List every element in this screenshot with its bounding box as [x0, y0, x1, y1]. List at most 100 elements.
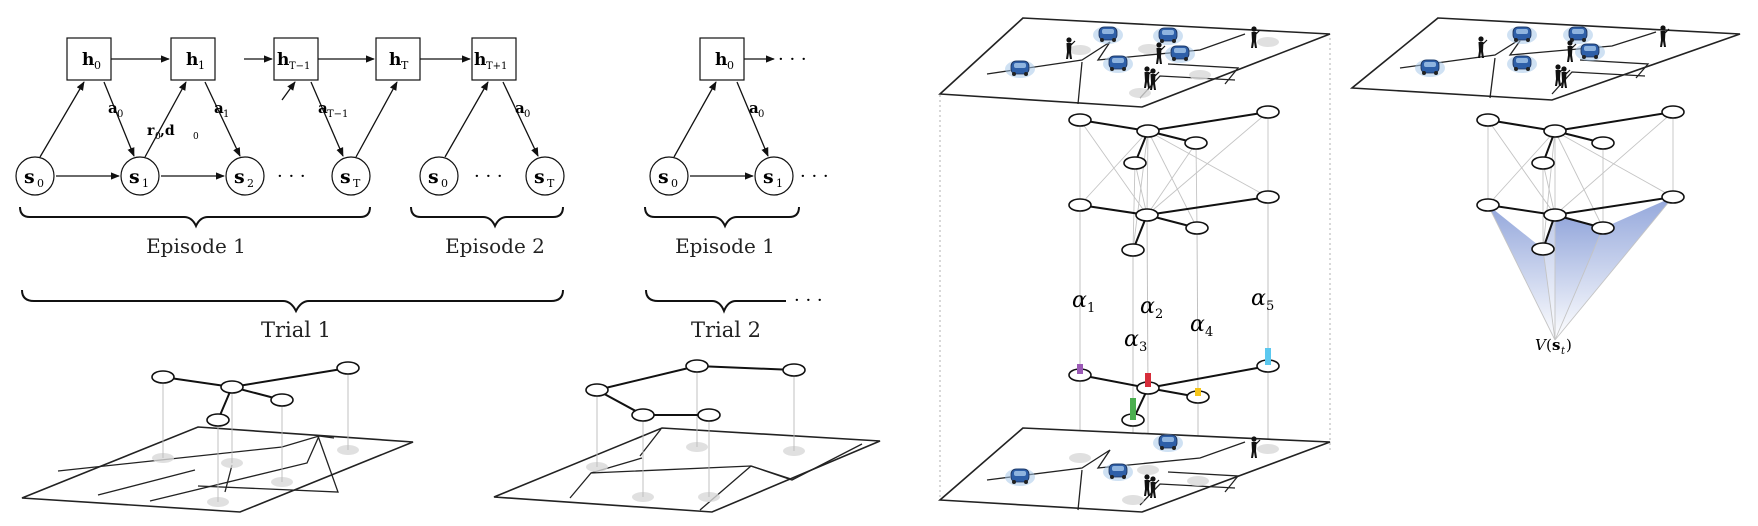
s2-node: s 2: [225, 156, 265, 196]
map-graph-2: [493, 359, 881, 513]
svg-text:): ): [1566, 336, 1572, 354]
svg-text:V: V: [1535, 336, 1548, 354]
sT-sub: T: [353, 177, 361, 190]
s1-sub: 1: [142, 177, 149, 190]
ellipsis-5: · · ·: [794, 290, 823, 311]
edge-a0-episode2: a: [515, 99, 525, 117]
svg-text:3: 3: [1139, 340, 1147, 355]
hT+1-label: h: [474, 50, 486, 70]
car-icon: [1152, 26, 1184, 46]
s2-sub: 2: [247, 177, 254, 190]
brace-trial-2: [645, 289, 786, 314]
alpha-1-label: α: [1072, 288, 1087, 313]
svg-text:0: 0: [727, 59, 734, 72]
car-icon: [1092, 25, 1124, 45]
sT-node: s T: [331, 156, 371, 196]
temporal-graph-trial-2: h 0 · · · s 0 s 1 · · · a 0 Episode 1 · …: [644, 37, 829, 342]
edge-a0: a: [108, 99, 118, 117]
alpha-2-label: α: [1140, 294, 1155, 319]
h0-box-trial2: h 0: [699, 37, 745, 81]
value-graph-layer-1: [1476, 105, 1685, 250]
h1-label: h: [186, 50, 198, 70]
alpha-3-bar: [1130, 398, 1136, 420]
hT-1-box: h T−1: [273, 37, 319, 81]
graph-layer-1: [1068, 105, 1280, 251]
h0-box: h 0: [66, 37, 112, 81]
ellipsis-3: · · ·: [778, 49, 807, 70]
s0-node: s 0: [15, 156, 55, 196]
episode-1-label: Episode 1: [146, 234, 246, 258]
car-icon: [1102, 462, 1134, 482]
svg-text:h: h: [715, 50, 727, 70]
svg-text:s: s: [658, 166, 669, 188]
alpha-3-label: α: [1124, 327, 1139, 352]
svg-text:4: 4: [1205, 325, 1213, 340]
h0-label: h: [82, 50, 94, 70]
s0-node-episode2: s 0: [419, 156, 459, 196]
episode-1-trial2-label: Episode 1: [675, 234, 775, 258]
trial-1-label: Trial 1: [261, 318, 331, 342]
s0b-label: s: [428, 166, 439, 188]
sTb-label: s: [534, 166, 545, 188]
s2-label: s: [234, 166, 245, 188]
edge-aT-1: a: [318, 99, 328, 117]
value-readout-fan: [1487, 196, 1674, 341]
trial-2-label: Trial 2: [691, 318, 761, 342]
map-graph-1: [21, 361, 414, 513]
hT-label: h: [389, 50, 401, 70]
value-network: V ( s t ): [1349, 17, 1741, 357]
car-icon: [1506, 25, 1538, 45]
hT-sub: T: [401, 59, 409, 72]
ellipsis-1: · · ·: [277, 166, 306, 187]
car-icon: [1562, 25, 1594, 45]
car-icon: [1414, 58, 1446, 78]
car-icon: [1506, 54, 1538, 74]
s1-node: s 1: [120, 156, 160, 196]
value-top-map: [1349, 17, 1741, 101]
brace-episode-2: [410, 206, 564, 229]
h1-box: h 1: [170, 37, 216, 81]
svg-text:0: 0: [671, 177, 678, 190]
svg-text:1: 1: [1087, 301, 1095, 316]
sTb-sub: T: [547, 177, 555, 190]
car-icon: [1102, 54, 1134, 74]
s0-sub: 0: [37, 177, 44, 190]
ellipsis-2: · · ·: [474, 166, 503, 187]
s1-node-trial2: s 1: [754, 156, 794, 196]
bottom-map: [937, 427, 1331, 513]
brace-episode-1: [19, 206, 371, 229]
s0b-sub: 0: [441, 177, 448, 190]
hT-1-label: h: [277, 50, 289, 70]
sT-node-episode2: s T: [525, 156, 565, 196]
svg-text:0: 0: [758, 109, 764, 120]
svg-text:2: 2: [1155, 307, 1163, 322]
ellipsis-4: · · ·: [800, 166, 829, 187]
graph-layer-2: [1068, 190, 1280, 420]
svg-text:0: 0: [117, 109, 123, 120]
attention-weights-labels: α 1 α 2 α 3 α 4 α 5: [1072, 286, 1274, 355]
value-function-label: V ( s t ): [1535, 336, 1572, 357]
edge-a1: a: [214, 99, 224, 117]
svg-text:1: 1: [776, 177, 783, 190]
h0-sub: 0: [94, 59, 101, 72]
alpha-4-label: α: [1190, 312, 1205, 337]
alpha-5-bar: [1265, 348, 1271, 365]
hT-box: h T: [375, 37, 421, 81]
hT+1-box: h T+1: [471, 37, 517, 81]
edge-r0-d0: r: [147, 123, 155, 139]
attention-stack: α 1 α 2 α 3 α 4 α 5: [937, 17, 1331, 513]
sT-label: s: [340, 166, 351, 188]
value-graph-layer-2: [1476, 190, 1685, 256]
car-icon: [1004, 467, 1036, 487]
svg-text:5: 5: [1266, 299, 1274, 314]
svg-text:0: 0: [155, 132, 161, 142]
s1-label: s: [129, 166, 140, 188]
s0-node-trial2: s 0: [649, 156, 689, 196]
episode-2-label: Episode 2: [445, 234, 545, 258]
car-icon: [1574, 42, 1606, 62]
car-icon: [1152, 433, 1184, 453]
alpha-4-bar: [1195, 388, 1201, 396]
hT-1-sub: T−1: [289, 61, 310, 72]
svg-text:0: 0: [193, 132, 199, 142]
